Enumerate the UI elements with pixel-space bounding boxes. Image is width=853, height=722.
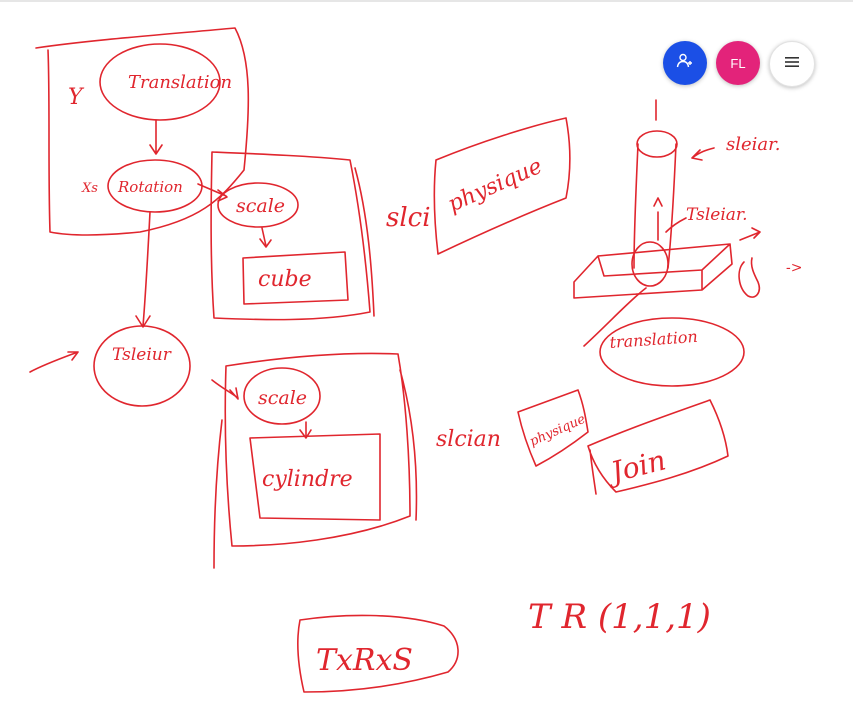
label-rotation: Rotation bbox=[117, 178, 183, 196]
label-tr111: T R (1,1,1) bbox=[528, 597, 711, 637]
box-cube bbox=[242, 251, 349, 305]
node-translation bbox=[99, 43, 221, 121]
label-txrxs: TxRxS bbox=[316, 643, 413, 678]
label-sleiar: sleiar. bbox=[726, 134, 780, 155]
frame-scale-cube bbox=[210, 151, 375, 321]
pointer-t-sleiar bbox=[665, 217, 687, 233]
arrow-rotation-scale bbox=[197, 183, 228, 202]
label-xs: Xs bbox=[81, 181, 98, 196]
menu-button[interactable] bbox=[769, 41, 815, 87]
frame-scale-cylindre bbox=[213, 352, 418, 569]
top-border bbox=[0, 0, 853, 2]
cylinder-bottom bbox=[631, 241, 669, 287]
label-tsleiur: Tsleiur bbox=[112, 345, 172, 365]
axis-arrow-up bbox=[653, 197, 663, 241]
person-add-icon bbox=[676, 52, 694, 75]
box-physique-1 bbox=[433, 117, 571, 255]
label-arrow-note: -> bbox=[786, 260, 802, 276]
label-scale-2: scale bbox=[258, 387, 307, 409]
pointer-plate bbox=[739, 227, 761, 241]
arrow-translation-rotation bbox=[149, 119, 163, 155]
pointer-sleiar bbox=[691, 147, 715, 161]
label-slcian: slcian bbox=[436, 427, 501, 452]
node-scale-2 bbox=[243, 367, 321, 425]
cylinder-top bbox=[636, 130, 678, 158]
arrow-into-tsleiur bbox=[29, 351, 79, 373]
label-translation-right: translation bbox=[609, 327, 698, 352]
box-physique-2 bbox=[517, 389, 589, 467]
box-join bbox=[587, 399, 729, 495]
label-join: Join bbox=[603, 443, 669, 490]
rotation-glyph bbox=[738, 257, 761, 298]
node-translation-right bbox=[599, 317, 745, 387]
arrow-scale-cylindre bbox=[299, 421, 312, 439]
box-txrxs bbox=[297, 614, 459, 693]
plate bbox=[573, 243, 733, 299]
label-scale-1: scale bbox=[236, 195, 285, 217]
node-scale-1 bbox=[217, 182, 299, 228]
label-physique-1: physique bbox=[444, 154, 546, 218]
arrow-scale-cube bbox=[259, 227, 272, 248]
label-y: Y bbox=[68, 85, 85, 110]
arrow-rotation-tsleiur bbox=[135, 211, 151, 328]
frame-translation bbox=[35, 27, 250, 236]
label-cylindre: cylindre bbox=[262, 467, 353, 492]
hamburger-menu-icon bbox=[784, 55, 800, 73]
user-initials: FL bbox=[730, 55, 746, 71]
label-cube: cube bbox=[258, 267, 312, 292]
label-t-sleiar: Tsleiar. bbox=[686, 205, 748, 225]
share-button[interactable] bbox=[663, 41, 707, 85]
node-tsleiur bbox=[93, 325, 191, 407]
box-cylindre bbox=[249, 433, 381, 521]
label-translation: Translation bbox=[128, 72, 232, 93]
user-avatar-button[interactable]: FL bbox=[716, 41, 760, 85]
label-physique-2: physique bbox=[528, 412, 589, 450]
translate-line bbox=[583, 287, 647, 347]
label-slci: slci bbox=[386, 203, 431, 233]
